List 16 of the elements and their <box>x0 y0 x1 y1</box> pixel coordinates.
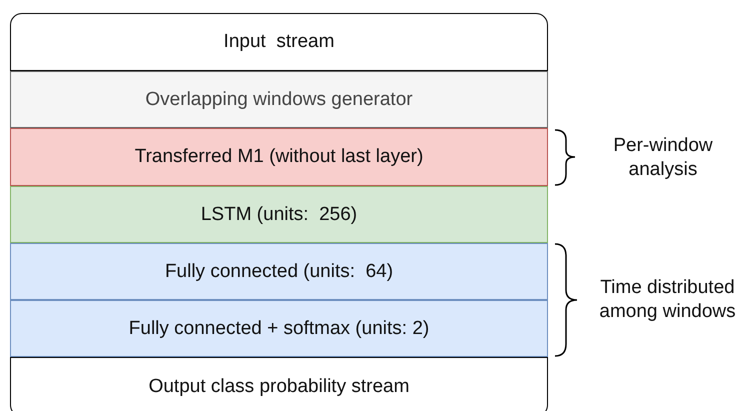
input-layer <box>10 13 548 71</box>
layer-label: LSTM (units: 256) <box>200 204 358 226</box>
layer-label: Output class probability stream <box>148 376 410 398</box>
layer-box <box>10 243 548 300</box>
output-layer <box>10 357 548 411</box>
layer-label: Overlapping windows generator <box>145 88 413 110</box>
layer-label: Fully connected + softmax (units: 2) <box>128 318 430 340</box>
layer-label: Fully connected (units: 64) <box>164 260 394 282</box>
layer-box <box>10 128 548 186</box>
bracket-label: Per-window analysis <box>612 134 714 182</box>
layer-box <box>10 186 548 243</box>
layer-label: Input stream <box>224 31 334 53</box>
layer-box <box>10 71 548 128</box>
layer-box <box>10 300 548 357</box>
bracket-label: Time distributed among windows <box>598 276 737 324</box>
layer-label: Transferred M1 (without last layer) <box>134 146 424 168</box>
